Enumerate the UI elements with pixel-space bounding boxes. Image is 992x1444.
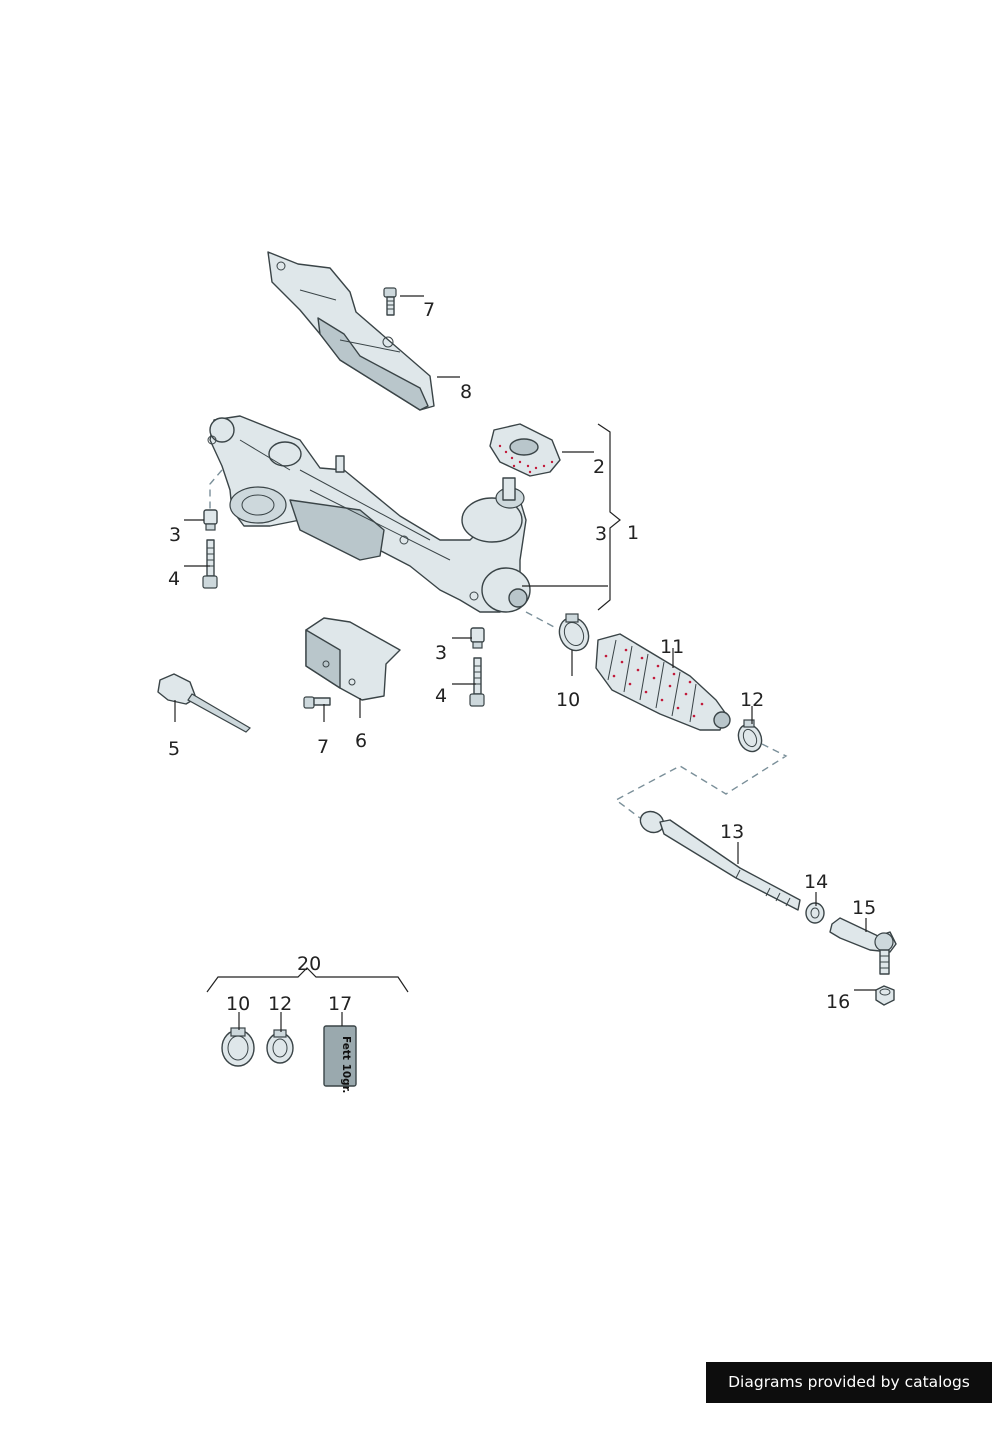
group-bracket [597,423,621,611]
callout-label: 3 [435,642,447,664]
callout-label: 8 [460,381,472,403]
assembly-line [614,743,788,819]
callout-label: 5 [168,738,180,760]
callout-label: 10 [556,689,580,711]
bolt-part [303,696,331,709]
callout-label: 6 [355,730,367,752]
callout-label: 11 [660,636,684,658]
callout-label: 14 [804,871,828,893]
heat-shield-part [267,251,435,411]
tie-rod-end-part [829,917,897,975]
nut-part [875,985,895,1006]
callout-label: 7 [423,299,435,321]
cover-part [305,617,401,701]
assembly-line [525,611,557,629]
callout-label: 4 [168,568,180,590]
clamp-part [221,1027,255,1067]
tie-rod-part [639,810,801,911]
bolt-part [202,509,218,589]
leader-lines [174,295,876,1032]
callout-label: 7 [317,736,329,758]
callout-label: 3 [595,523,607,545]
callout-label: 17 [328,993,352,1015]
bushing-part [489,423,561,477]
grease-tube-label: Fett 10gr. [340,1036,352,1093]
group-bracket [206,967,409,993]
clamp-part [266,1029,294,1064]
lock-nut-part [805,902,825,924]
callout-label: 10 [226,993,250,1015]
clamp-part [737,719,763,753]
callout-label: 4 [435,685,447,707]
callout-label: 15 [852,897,876,919]
callout-label: 12 [268,993,292,1015]
assembly-line [209,469,223,510]
bolt-part [469,627,485,707]
callout-label: 13 [720,821,744,843]
boot-part [595,633,731,731]
callout-label: 1 [627,522,639,544]
callout-label: 16 [826,991,850,1013]
callout-label: 3 [169,524,181,546]
callout-label: 20 [297,953,321,975]
callout-label: 2 [593,456,605,478]
sensor-wire-part [157,673,251,733]
steering-gear-part [207,415,531,613]
callout-label: 12 [740,689,764,711]
bolt-part [383,287,397,316]
exploded-parts-diagram: Fett 10gr. 1 2 3 3 3 4 4 5 6 7 7 8 10 10… [157,251,897,1093]
footer-credit: Diagrams provided by catalogs parts [706,1362,992,1432]
grease-tube-part: Fett 10gr. [323,1025,357,1093]
clamp-part [558,613,590,652]
